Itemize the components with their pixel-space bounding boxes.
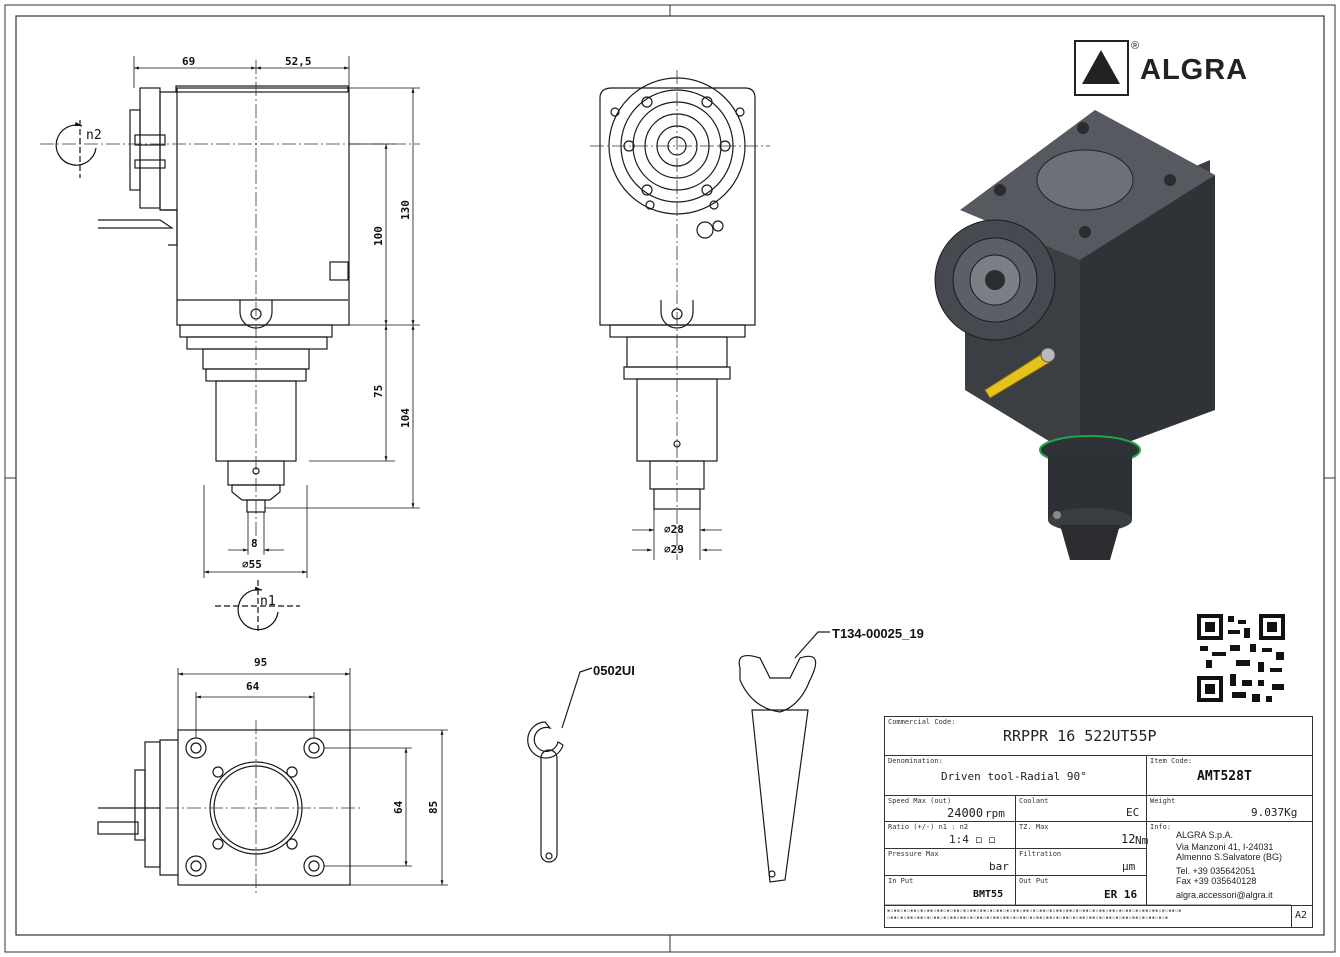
rotation-n1: n1 [260, 594, 276, 609]
filtration-unit: µm [1122, 860, 1136, 873]
weight-cell: Weight 9.037Kg [1147, 796, 1312, 822]
rotation-n2: n2 [86, 128, 102, 143]
info-cell: Info: ALGRA S.p.A. Via Manzoni 41, I-240… [1147, 822, 1312, 906]
commercial-code-caption: Commercial Code: [888, 718, 956, 726]
dim-75: 75 [372, 384, 385, 398]
ratio-value: 1:4 ◻ ◻ [949, 833, 996, 846]
dim-64-vertical: 64 [392, 800, 405, 814]
pressure-max-caption: Pressure Max [888, 850, 939, 858]
wrench-large [738, 631, 830, 883]
item-code-caption: Item Code: [1150, 757, 1193, 765]
ratio-cell: Ratio (+/-) n1 : n2 1:4 ◻ ◻ [885, 822, 1016, 849]
output-cell: Out Put ER 16 [1016, 876, 1147, 906]
denomination-value: Driven tool-Radial 90° [941, 770, 1087, 783]
sheet-size-cell: A2 [1291, 906, 1312, 927]
ratio-caption: Ratio (+/-) n1 : n2 [888, 823, 969, 831]
fine-print-row-2: ▫▪▪▫▪▫▪▪▫▪▪▫▪▫▪▪▫▪▫▪▪▫▪▪▫▪▫▪▪▫▪▫▪▪▫▪▪▫▪▫… [887, 915, 1169, 921]
weight-caption: Weight [1150, 797, 1176, 805]
base-view [97, 729, 351, 886]
tz-max-unit: Nm [1135, 834, 1149, 847]
dim-95: 95 [254, 656, 268, 669]
side-view [98, 85, 350, 513]
sheet-size-value: A2 [1295, 910, 1308, 921]
speed-max-value: 24000 [947, 806, 984, 820]
coolant-caption: Coolant [1019, 797, 1049, 805]
speed-max-unit: rpm [985, 807, 1005, 820]
dim-104: 104 [399, 408, 412, 428]
dim-69: 69 [182, 55, 196, 68]
output-caption: Out Put [1019, 877, 1049, 885]
denomination-caption: Denomination: [888, 757, 943, 765]
info-caption: Info: [1150, 823, 1172, 831]
company-fax: Fax +39 035640128 [1176, 876, 1257, 886]
tz-max-caption: TZ. Max [1019, 823, 1049, 831]
dim-85: 85 [427, 800, 440, 814]
dim-64-horizontal: 64 [246, 680, 260, 693]
input-cell: In Put BMT55 [885, 876, 1016, 906]
company-name: ALGRA S.p.A. [1176, 830, 1234, 840]
front-view [599, 77, 756, 510]
item-code-value: AMT528T [1197, 769, 1252, 784]
pressure-max-unit: bar [989, 860, 1009, 873]
tz-max-value: 12 [1121, 832, 1136, 846]
commercial-code-cell: Commercial Code: RRPPR 16 522UT55P [885, 717, 1312, 756]
title-block: Commercial Code: RRPPR 16 522UT55P Denom… [884, 716, 1313, 928]
ref-t134: T134-00025_19 [832, 626, 924, 641]
weight-value: 9.037Kg [1251, 806, 1298, 819]
algra-triangle-logo-icon [1074, 40, 1129, 96]
output-value: ER 16 [1104, 888, 1138, 901]
brand-name: ALGRA [1140, 54, 1249, 86]
denomination-cell: Denomination: Driven tool-Radial 90° [885, 756, 1147, 796]
dim-52-5: 52,5 [285, 55, 312, 68]
coolant-cell: Coolant EC [1016, 796, 1147, 822]
wrench-small [527, 667, 593, 863]
item-code-cell: Item Code: AMT528T [1147, 756, 1312, 796]
registered-mark: ® [1131, 40, 1140, 52]
speed-max-caption: Speed Max (out) [888, 797, 952, 805]
dim-8: 8 [251, 537, 258, 550]
pressure-max-cell: Pressure Max bar [885, 849, 1016, 876]
company-address-1: Via Manzoni 41, I-24031 [1176, 842, 1274, 852]
dim-130: 130 [399, 200, 412, 220]
dim-diameter-55: ∅55 [242, 558, 262, 571]
speed-max-cell: Speed Max (out) 24000 rpm [885, 796, 1016, 822]
company-email: algra.accessori@algra.it [1176, 890, 1273, 900]
company-tel: Tel. +39 035642051 [1176, 866, 1256, 876]
ref-0502ui: 0502UI [593, 663, 635, 678]
tz-max-cell: TZ. Max 12 Nm [1016, 822, 1149, 849]
company-address-2: Almenno S.Salvatore (BG) [1176, 852, 1283, 862]
filtration-caption: Filtration [1019, 850, 1062, 858]
dim-diameter-29: ∅29 [664, 543, 684, 556]
fine-print-row-1: ▪▫▪▪▫▪▫▪▪▫▪▫▪▪▫▪▪▫▪▫▪▪▫▪▫▪▪▫▪▪▫▪▫▪▪▫▪▫▪▪… [887, 908, 1182, 914]
commercial-code-value: RRPPR 16 522UT55P [1003, 727, 1157, 745]
rotation-arrow-icon [55, 120, 300, 632]
input-value: BMT55 [973, 889, 1004, 900]
isometric-render [934, 110, 1215, 560]
dim-diameter-28: ∅28 [664, 523, 684, 536]
qr-code-icon [1196, 613, 1286, 703]
dim-100: 100 [372, 226, 385, 246]
filtration-cell: Filtration µm [1016, 849, 1147, 876]
coolant-value: EC [1126, 806, 1140, 819]
input-caption: In Put [888, 877, 914, 885]
